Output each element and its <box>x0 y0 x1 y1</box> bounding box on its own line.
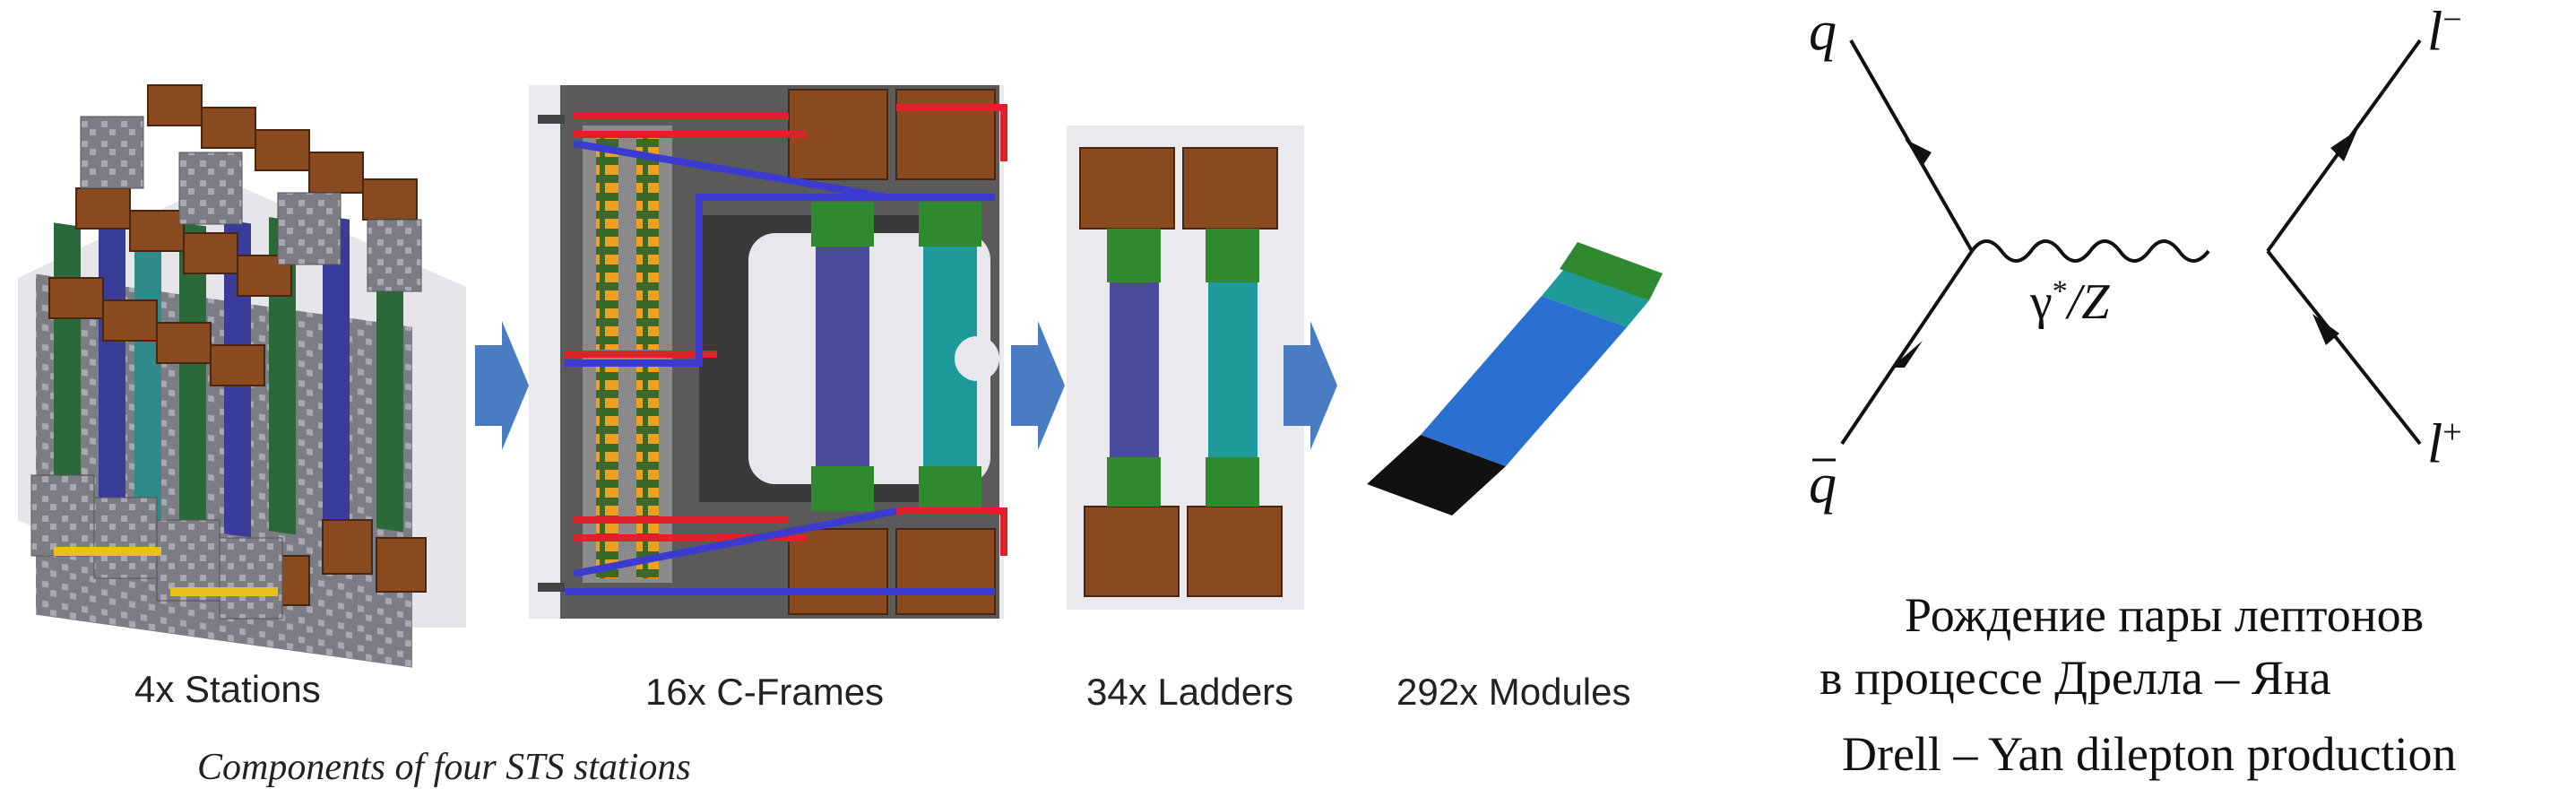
arrow-3 <box>1284 321 1337 450</box>
boson-star: * <box>2052 274 2068 308</box>
caption-ru-line1: Рождение пары лептонов <box>1905 588 2425 642</box>
feynman-lines <box>1812 39 2422 462</box>
arrow-1 <box>475 321 529 450</box>
stations-label: 4x Stations <box>134 668 321 710</box>
boson-propagator <box>1970 239 2210 263</box>
quark-label: q <box>1809 1 1837 62</box>
lepton-minus-sign: − <box>2442 1 2462 39</box>
ladders-image <box>1067 126 1304 610</box>
lepton-minus-label: l− <box>2427 0 2462 65</box>
caption-en: Drell – Yan dilepton production <box>1842 727 2457 781</box>
lepton-minus-base: l <box>2427 1 2443 63</box>
ladders-label: 34x Ladders <box>1086 671 1294 713</box>
feynman-diagram: q q l− l+ γ*/Z Рождение пары лептонов в … <box>1730 0 2576 806</box>
lepton-plus-sign: + <box>2442 413 2462 451</box>
boson-label: γ*/Z <box>2030 273 2109 331</box>
module-image <box>1367 242 1663 516</box>
quark-arrow <box>1905 139 1932 166</box>
boson-gamma: γ <box>2030 274 2053 330</box>
antiquark-label: q <box>1809 454 1837 515</box>
caption-ru-line2: в процессе Дрелла – Яна <box>1820 651 2331 705</box>
cframes-image <box>529 85 1007 619</box>
arrow-2 <box>1011 321 1065 450</box>
antiquark-line <box>1840 249 1974 446</box>
lepton-minus-arrow <box>2330 130 2357 161</box>
cframes-label: 16x C-Frames <box>645 671 885 713</box>
sts-components-figure: 4x Stations 16x C-Frames 34x Ladders 292… <box>18 84 1663 788</box>
sts-components-drawing <box>18 84 1663 668</box>
lepton-plus-label: l+ <box>2427 412 2462 477</box>
lepton-plus-arrow <box>2312 314 2339 345</box>
lepton-plus-line <box>2266 249 2422 446</box>
lepton-plus-base: l <box>2427 413 2443 475</box>
modules-label: 292x Modules <box>1396 671 1631 713</box>
antiquark-arrow <box>1891 341 1923 368</box>
stations-image <box>18 84 466 668</box>
boson-z: /Z <box>2067 274 2110 330</box>
sts-caption: Components of four STS stations <box>197 747 691 788</box>
